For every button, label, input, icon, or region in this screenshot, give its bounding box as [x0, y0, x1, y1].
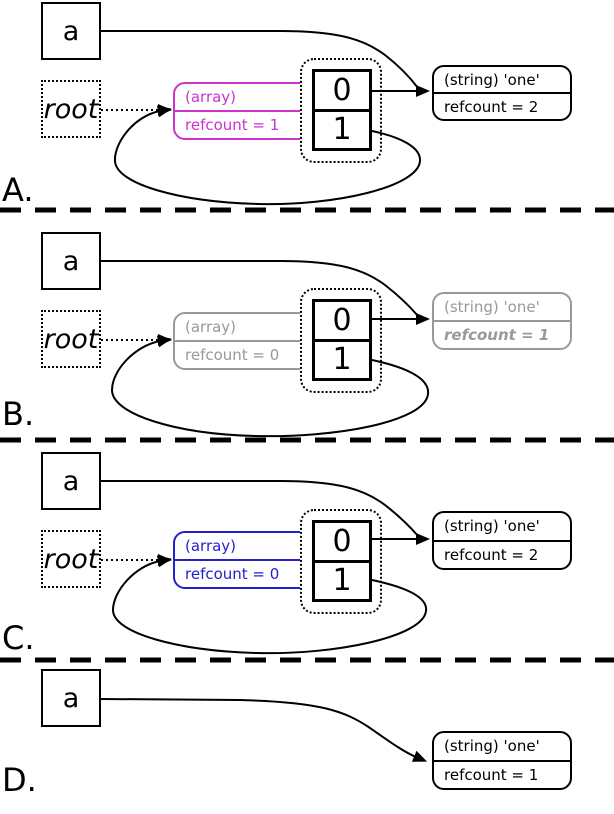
- var-box-a-panelC: a: [41, 452, 101, 510]
- root-box-panelA: root: [41, 80, 101, 138]
- root-box-panelB: root: [41, 310, 101, 368]
- cell-1: 1: [332, 342, 352, 378]
- var-label: a: [62, 682, 80, 714]
- cell-0: 0: [315, 523, 369, 563]
- var-box-a-panelB: a: [41, 232, 101, 290]
- var-box-a-panelA: a: [41, 2, 101, 60]
- var-box-a-panelD: a: [41, 669, 101, 727]
- array-cells-panelA: 0 1: [312, 69, 372, 151]
- panel-label-A: A.: [2, 171, 34, 209]
- array-type: (array): [175, 314, 311, 342]
- string-record-panelA: (string) 'one' refcount = 2: [432, 65, 572, 121]
- string-type: (string) 'one': [434, 513, 570, 542]
- arrow-a-to-string-D: [100, 698, 428, 762]
- array-refcount: refcount = 1: [185, 116, 280, 134]
- string-type: (string) 'one': [434, 733, 570, 762]
- cell-0: 0: [315, 302, 369, 342]
- array-cells-panelB: 0 1: [312, 299, 372, 381]
- array-refcount: refcount = 0: [185, 565, 280, 583]
- var-label: a: [62, 465, 80, 497]
- string-type: (string) 'one': [434, 294, 570, 322]
- var-label: a: [62, 245, 80, 277]
- root-label: root: [43, 323, 99, 355]
- root-label: root: [43, 93, 99, 125]
- array-record-panelB: (array) refcount = 0: [173, 312, 313, 370]
- panel-label-B: B.: [2, 395, 35, 433]
- string-record-panelB: (string) 'one' refcount = 1: [432, 292, 572, 350]
- root-box-panelC: root: [41, 530, 101, 588]
- root-label: root: [43, 543, 99, 575]
- array-record-panelA: (array) refcount = 1: [173, 82, 313, 140]
- cell-1: 1: [332, 563, 352, 599]
- array-record-panelC: (array) refcount = 0: [173, 531, 313, 589]
- string-refcount: refcount = 1: [444, 326, 550, 344]
- cell-1: 1: [332, 112, 352, 148]
- var-label: a: [62, 15, 80, 47]
- string-refcount: refcount = 2: [444, 545, 539, 564]
- array-cells-panelC: 0 1: [312, 520, 372, 602]
- cell-0: 0: [315, 72, 369, 112]
- string-type: (string) 'one': [434, 67, 570, 94]
- array-type: (array): [175, 84, 311, 112]
- string-refcount: refcount = 2: [444, 97, 539, 116]
- panel-label-C: C.: [2, 619, 35, 657]
- panel-label-D: D.: [2, 761, 37, 799]
- string-record-panelC: (string) 'one' refcount = 2: [432, 511, 572, 570]
- string-record-panelD: (string) 'one' refcount = 1: [432, 731, 572, 790]
- string-refcount: refcount = 1: [444, 765, 539, 784]
- array-type: (array): [175, 533, 311, 561]
- array-refcount: refcount = 0: [185, 346, 280, 364]
